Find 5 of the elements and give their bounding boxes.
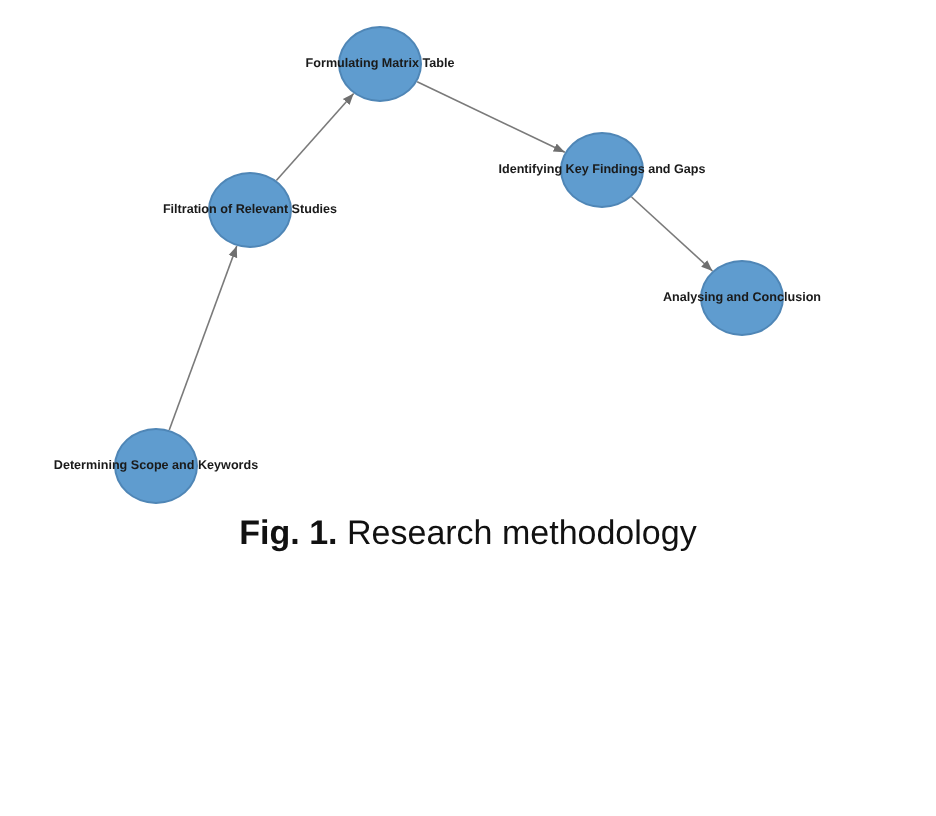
arrow bbox=[275, 92, 355, 182]
arrow bbox=[416, 80, 566, 154]
figure-caption: Fig. 1. Research methodology bbox=[239, 514, 697, 552]
arrow bbox=[168, 245, 238, 431]
arrow bbox=[630, 196, 714, 272]
